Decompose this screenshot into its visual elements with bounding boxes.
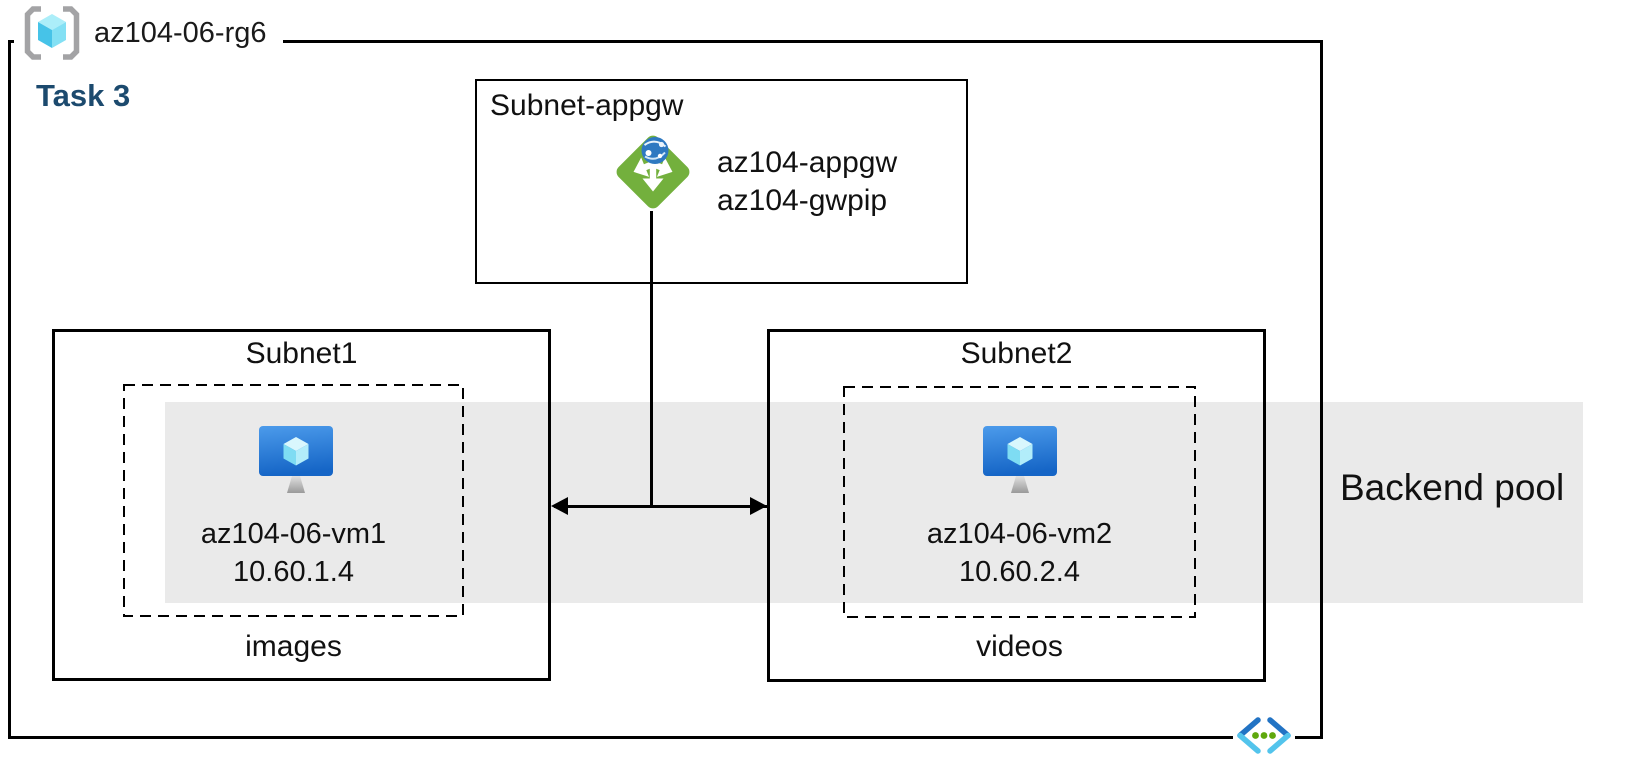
task-label: Task 3 [36, 78, 131, 113]
gateway-subnet-title: Subnet-appgw [490, 89, 684, 122]
virtual-machine-icon [983, 426, 1057, 493]
subnet1-vm-dashed-boundary [123, 384, 464, 617]
gateway-labels: az104-appgw az104-gwpip [717, 144, 897, 220]
application-gateway-icon [616, 135, 690, 209]
virtual-network-icon [1237, 717, 1291, 754]
subnet2-vm-dashed-boundary [843, 386, 1196, 618]
subnet1-title: Subnet1 [245, 337, 358, 370]
virtual-network-icon-wrapper [1233, 714, 1295, 758]
vm1-name: az104-06-vm1 [200, 518, 387, 550]
resource-group-box [8, 40, 1323, 739]
backend-pool-band [165, 402, 1583, 603]
gateway-subnet-box [475, 79, 968, 284]
vm2-ip: 10.60.2.4 [959, 556, 1080, 588]
arrowhead-right-icon [750, 497, 767, 515]
subnet2-container-label: videos [976, 630, 1063, 663]
subnet2-title: Subnet2 [960, 337, 1073, 370]
subnet-arrow-line [554, 505, 768, 508]
arrowhead-left-icon [551, 497, 568, 515]
subnet1-box [52, 329, 551, 681]
subnet2-box [767, 329, 1266, 682]
subnet1-container-label: images [245, 630, 342, 663]
virtual-machine-icon [259, 426, 333, 493]
resource-group-icon [24, 6, 80, 60]
gateway-name: az104-appgw [717, 146, 898, 179]
gateway-public-ip-name: az104-gwpip [717, 184, 888, 217]
gateway-connector-line [650, 211, 653, 506]
resource-group-name: az104-06-rg6 [94, 16, 267, 49]
backend-pool-label: Backend pool [1340, 467, 1565, 508]
vm1-ip: 10.60.1.4 [233, 556, 354, 588]
vm2-name: az104-06-vm2 [926, 518, 1113, 550]
resource-group-header: az104-06-rg6 [14, 4, 283, 62]
